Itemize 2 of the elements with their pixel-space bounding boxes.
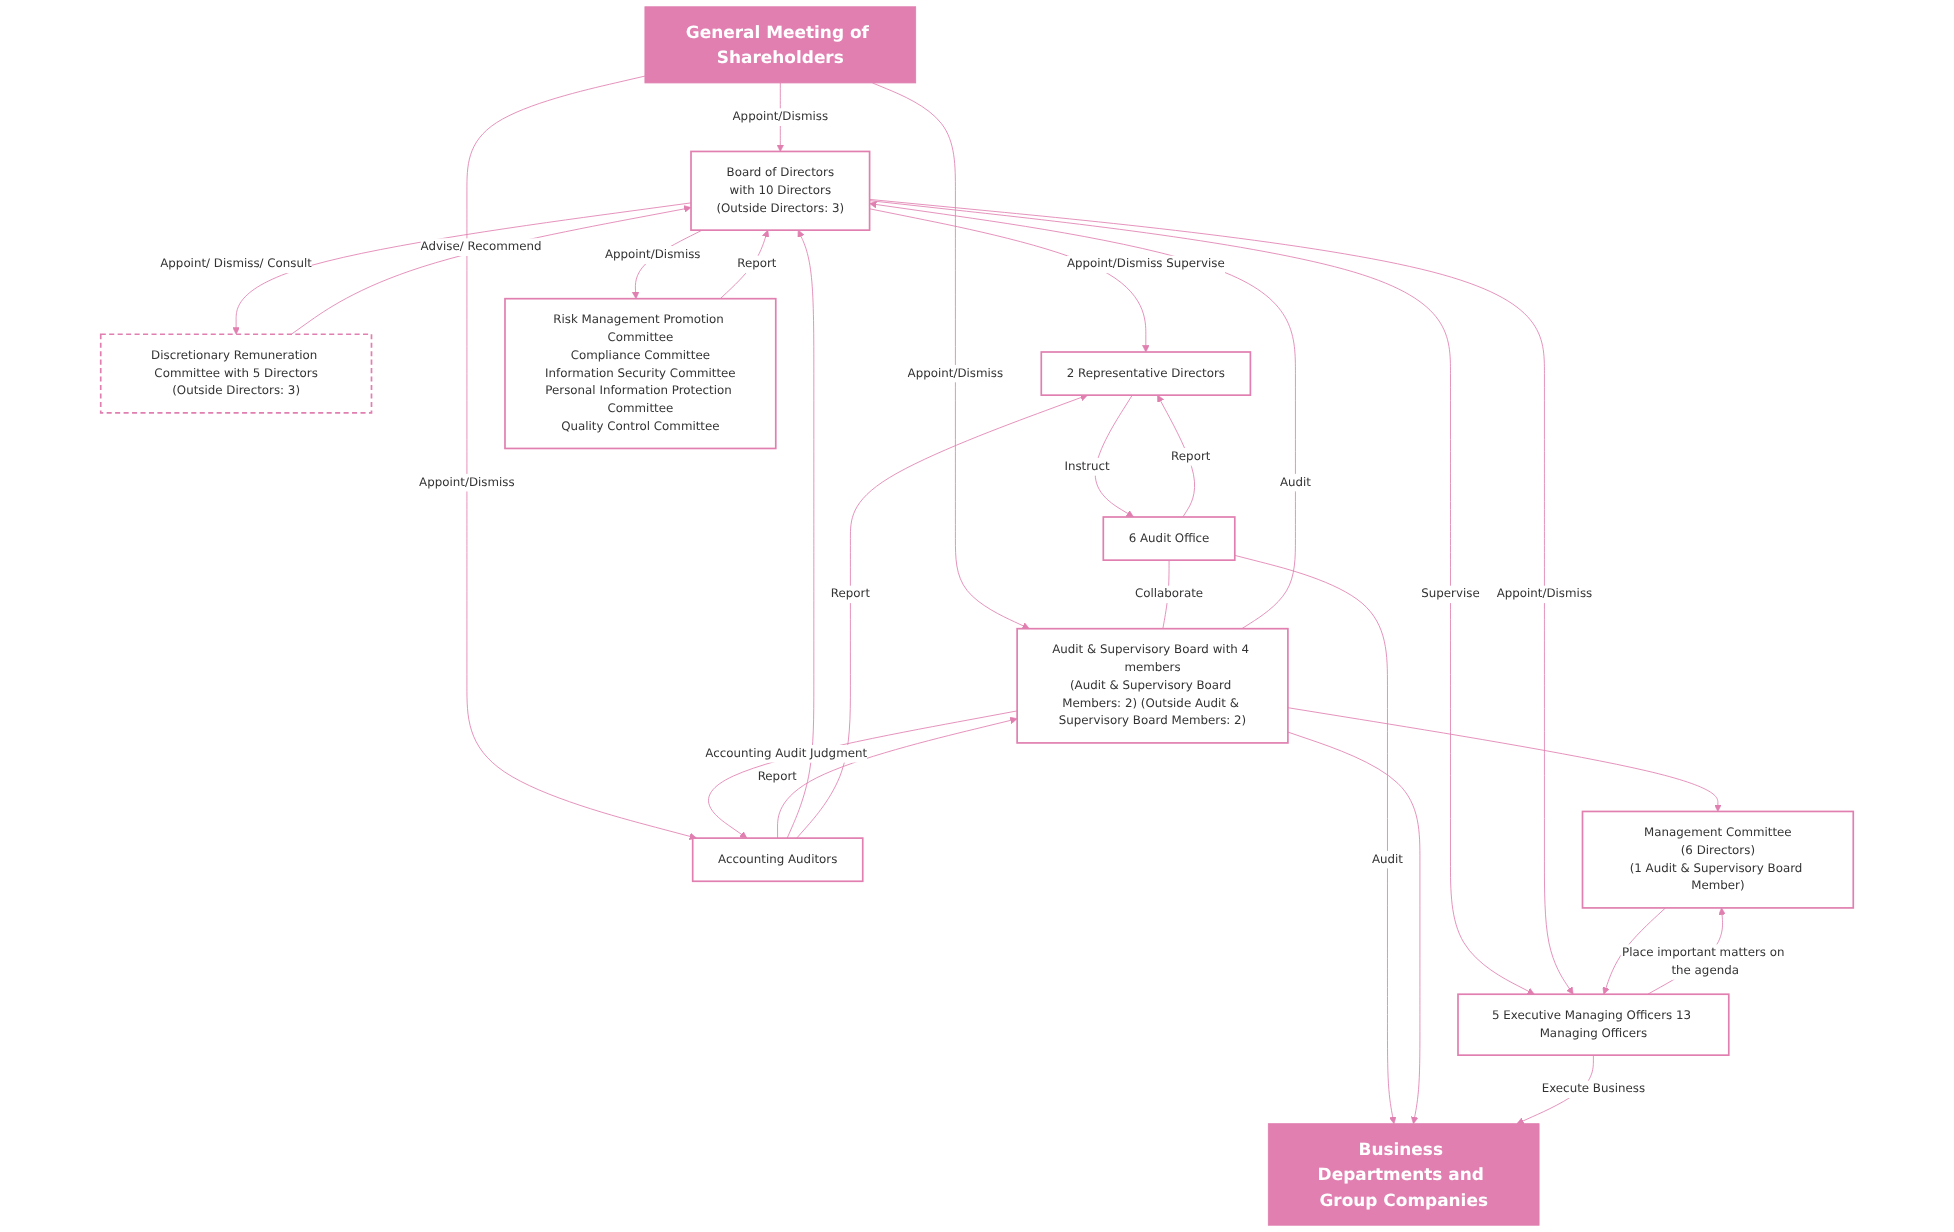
node-box: General Meeting of Shareholders [644,6,917,84]
node-box: Business Departments and Group Companies [1267,1123,1540,1226]
